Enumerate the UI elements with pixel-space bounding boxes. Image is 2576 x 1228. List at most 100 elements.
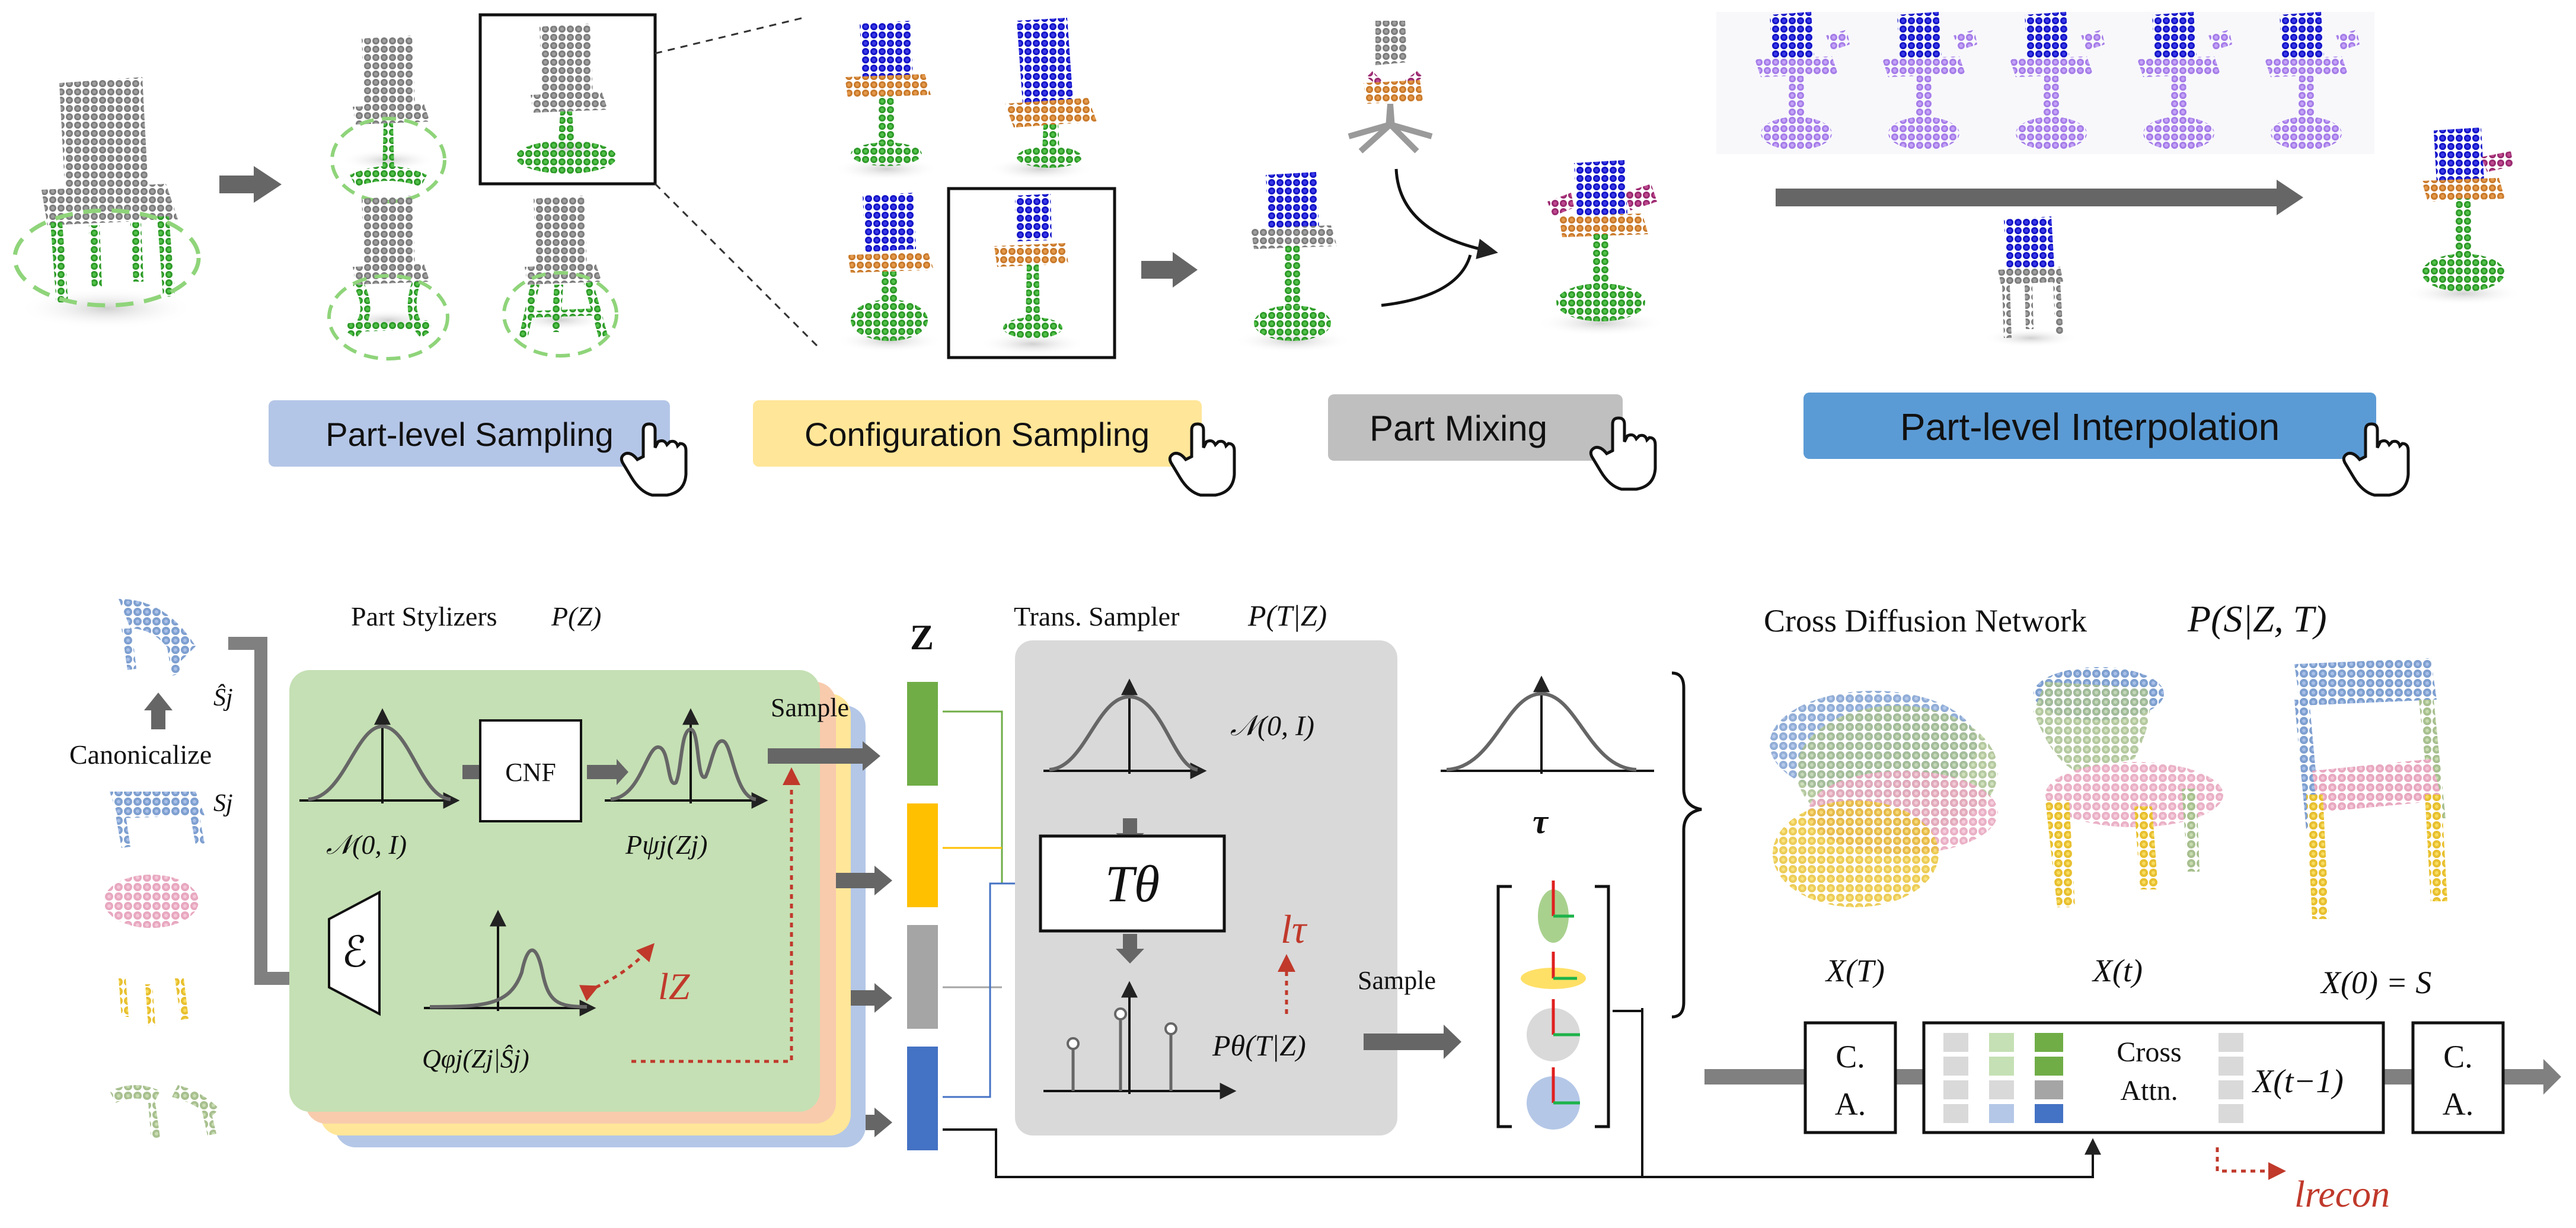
- x-t-label: X(t): [2092, 953, 2143, 988]
- trans-sampler-math: P(T|Z): [1247, 599, 1327, 632]
- input-part-cloud: [110, 792, 205, 848]
- curly-brace: [1671, 671, 1702, 1019]
- applications-row: Part-level Sampling Configuration Sampli…: [12, 12, 2523, 497]
- trans-sampler-title: Trans. Sampler: [1014, 601, 1179, 631]
- diffusion-flow-head: [2543, 1059, 2561, 1095]
- x-0-label: X(0) = S: [2320, 965, 2431, 1000]
- part-mixing-label: Part Mixing: [1370, 409, 1547, 448]
- flow-arrow: [1116, 934, 1144, 964]
- transform-prior-plot: [1043, 678, 1207, 779]
- l-recon-label: lrecon: [2294, 1173, 2390, 1215]
- pipeline: Ŝj Canonicalize Sj Part Stylizers P(Z): [69, 598, 2561, 1215]
- part-stylizers-title: Part Stylizers: [351, 601, 497, 631]
- p-psi-label: Pψj(Zj): [625, 830, 707, 860]
- part-stylizers-math: P(Z): [551, 601, 601, 631]
- s-hat-label: Ŝj: [213, 684, 233, 712]
- hand-cursor-icon: [620, 422, 688, 497]
- frame-part-cloud: [110, 1085, 219, 1138]
- hand-cursor-icon: [2342, 422, 2410, 497]
- t-theta-label: Tθ: [1105, 856, 1160, 913]
- ca-left-1: C.: [1836, 1039, 1865, 1074]
- interpolation-target-chair: [2404, 127, 2523, 305]
- mix-curve: [1394, 168, 1498, 260]
- sample-label: Sample: [771, 693, 849, 722]
- config-sampling-button[interactable]: Configuration Sampling: [753, 400, 1236, 497]
- config-sampled-chairs: [833, 18, 1116, 359]
- legs-part-cloud: [119, 978, 189, 1026]
- l-tau-label: lτ: [1281, 907, 1308, 952]
- q-phi-label: Qφj(Zj|Ŝj): [422, 1044, 529, 1073]
- p-theta-label: Pθ(T|Z): [1212, 1029, 1306, 1062]
- ca-right-1: C.: [2443, 1039, 2473, 1074]
- canonicalize-label: Canonicalize: [69, 739, 212, 770]
- x-T-label: X(T): [1825, 953, 1885, 988]
- z-title: Z: [910, 618, 934, 657]
- transformation-set: [1496, 881, 1610, 1130]
- hand-cursor-icon: [1168, 422, 1236, 497]
- interpolation-arrow: [1776, 180, 2303, 215]
- l-z-label: lZ: [658, 965, 691, 1007]
- part-sampling-label: Part-level Sampling: [325, 416, 614, 453]
- latent-to-transformer-connector: [943, 877, 1040, 1098]
- ca-right-2: A.: [2443, 1086, 2474, 1122]
- encoder-label: ℰ: [341, 929, 368, 976]
- cross-attn-label-2: Attn.: [2120, 1075, 2178, 1106]
- hand-cursor-icon: [1589, 416, 1657, 491]
- mix-input-chair-a: [1233, 172, 1352, 353]
- cross-attn-block-left: C. A.: [1803, 1021, 1897, 1134]
- attention-grid: [1943, 1033, 2243, 1123]
- condition-arrow: [1642, 1138, 2101, 1178]
- interpolation-label: Part-level Interpolation: [1900, 406, 2280, 448]
- interpolation-button[interactable]: Part-level Interpolation: [1803, 393, 2410, 497]
- zoom-line: [654, 183, 822, 351]
- sample-arrow: [1364, 1025, 1461, 1059]
- gaussian-prior-plot: [299, 708, 460, 809]
- flow-arrow: [219, 166, 282, 203]
- normal-dist-label: 𝒩(0, I): [326, 830, 407, 860]
- mix-input-chair-b: [1348, 21, 1433, 154]
- zoom-line: [655, 17, 804, 55]
- ca-left-2: A.: [1835, 1086, 1866, 1122]
- x-t-minus-1-label: X(t−1): [2252, 1063, 2344, 1100]
- part-mixing-button[interactable]: Part Mixing: [1328, 394, 1657, 491]
- posterior-to-sample-arrow: [631, 767, 800, 1063]
- interpolation-sequence: [1716, 12, 2374, 154]
- cnf-block: CNF: [479, 719, 582, 822]
- cross-diffusion-title: Cross Diffusion Network: [1764, 603, 2087, 639]
- sample-arrow: [768, 741, 880, 771]
- mixed-chair: [1536, 160, 1666, 336]
- part-sampled-chairs: [327, 13, 657, 361]
- seat-part-cloud: [104, 875, 199, 928]
- s-label: Sj: [213, 790, 233, 817]
- noisy-cloud-xT: [1770, 691, 1998, 907]
- cross-diffusion-math: P(S|Z, T): [2187, 598, 2327, 640]
- tau-distribution-plot: [1441, 675, 1654, 774]
- flow-arrow: [587, 759, 628, 785]
- discrete-distribution-plot: [1043, 981, 1237, 1099]
- interpolation-source-chair: [1983, 216, 2078, 347]
- normal-dist-2-label: 𝒩(0, I): [1230, 710, 1314, 742]
- recon-loss-arrow: [2216, 1147, 2286, 1180]
- t-theta-block: Tθ: [1039, 834, 1226, 933]
- encoder-block: ℰ: [328, 890, 381, 1016]
- cross-attn-label-1: Cross: [2117, 1036, 2181, 1068]
- config-sampling-label: Configuration Sampling: [805, 416, 1150, 453]
- partial-cloud-xt: [2034, 667, 2223, 907]
- part-sampling-button[interactable]: Part-level Sampling: [269, 400, 688, 497]
- transform-to-diffusion-connector: [1613, 1010, 1643, 1177]
- tau-label: τ: [1533, 802, 1549, 841]
- cross-attention-module: Cross Attn. X(t−1): [1922, 1021, 2385, 1134]
- mix-curve: [1381, 254, 1472, 307]
- flow-arrow: [1141, 252, 1198, 288]
- cross-attn-block-right: C. A.: [2411, 1021, 2505, 1134]
- stack-output-arrows: [836, 866, 892, 1137]
- flow-distribution-plot: [605, 708, 768, 809]
- canonical-part-cloud: [119, 599, 196, 676]
- cnf-label: CNF: [505, 758, 556, 787]
- canonicalize-arrow: [144, 693, 173, 729]
- latent-code-column: [907, 682, 938, 1150]
- posterior-plot: [424, 910, 596, 1016]
- sample-2-label: Sample: [1358, 966, 1436, 995]
- source-chair-image: [12, 77, 201, 329]
